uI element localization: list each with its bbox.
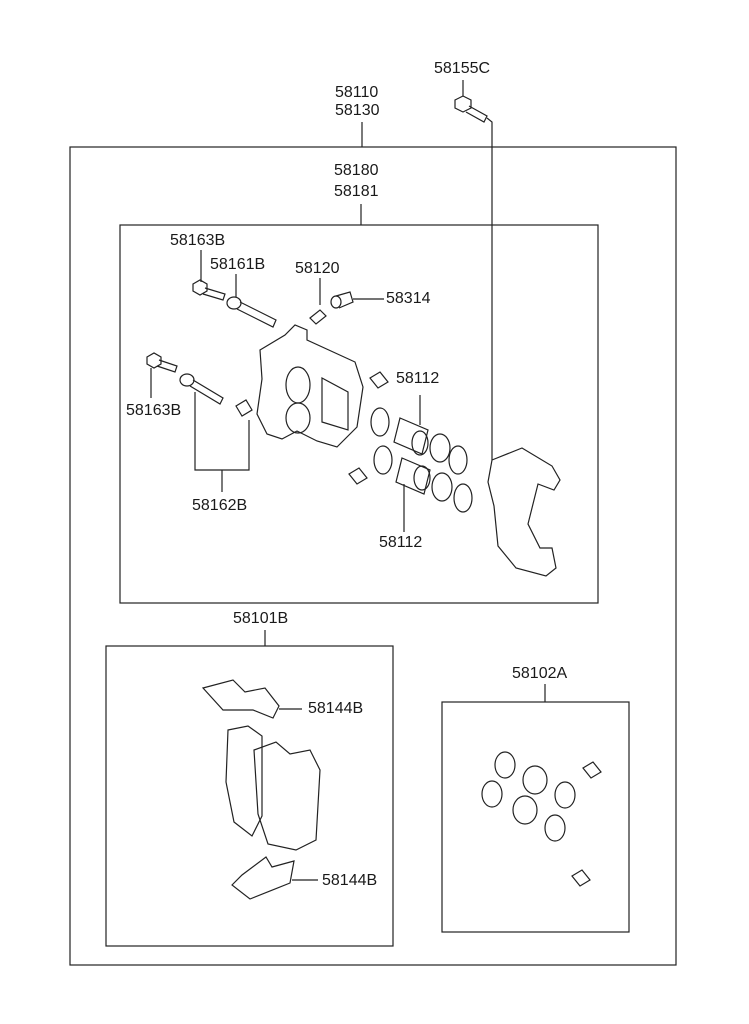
seal-kit-boots-icon — [571, 761, 602, 887]
label-piston-seal-lower: 58112 — [379, 534, 423, 551]
guide-pin-lower-icon — [179, 373, 224, 405]
label-caliper-body-1: 58180 — [334, 162, 379, 179]
label-bracket-bolt: 58155C — [434, 60, 491, 77]
label-bleeder-cap: 58314 — [386, 290, 431, 307]
label-guide-pin-upper: 58161B — [210, 256, 266, 273]
bleeder-screw-icon — [309, 309, 327, 325]
label-outer-assembly-1: 58110 — [335, 84, 379, 101]
bleeder-cap-icon — [330, 291, 354, 309]
pad-kit-frame — [105, 645, 394, 947]
seal-kit-rings-icon — [481, 751, 576, 842]
guide-bolt-upper-icon — [192, 279, 226, 301]
guide-pin-upper-icon — [226, 296, 277, 328]
bracket-bolt-icon — [454, 95, 488, 123]
label-pad-clip-upper: 58144B — [308, 700, 364, 717]
label-guide-bolt-upper: 58163B — [170, 232, 226, 249]
piston-lower-icon — [373, 445, 473, 513]
pad-clip-lower-icon — [231, 856, 295, 900]
caliper-bracket-icon — [487, 447, 561, 577]
label-caliper-body-2: 58181 — [334, 183, 379, 200]
brake-pad-outer-icon — [253, 741, 321, 851]
dust-boot-icons — [348, 371, 389, 485]
label-bleeder-screw: 58120 — [295, 260, 340, 277]
pad-clip-upper-icon — [201, 679, 280, 719]
piston-upper-icon — [370, 407, 468, 475]
seal-kit-frame — [441, 701, 630, 933]
guide-pin-boot-icon — [235, 399, 253, 417]
outer-assembly-frame — [69, 146, 677, 966]
guide-bolt-lower-icon — [146, 352, 178, 373]
label-guide-bolt-lower: 58163B — [126, 402, 182, 419]
label-piston-seal-upper: 58112 — [396, 370, 440, 387]
caliper-body-frame — [119, 224, 599, 604]
label-outer-assembly-2: 58130 — [335, 102, 380, 119]
caliper-housing-icon — [256, 324, 364, 448]
label-seal-kit: 58102A — [512, 665, 568, 682]
label-pad-clip-lower: 58144B — [322, 872, 378, 889]
brake-pad-inner-icon — [225, 725, 263, 837]
label-guide-pin-boot-set: 58162B — [192, 497, 248, 514]
label-pad-kit: 58101B — [233, 610, 289, 627]
